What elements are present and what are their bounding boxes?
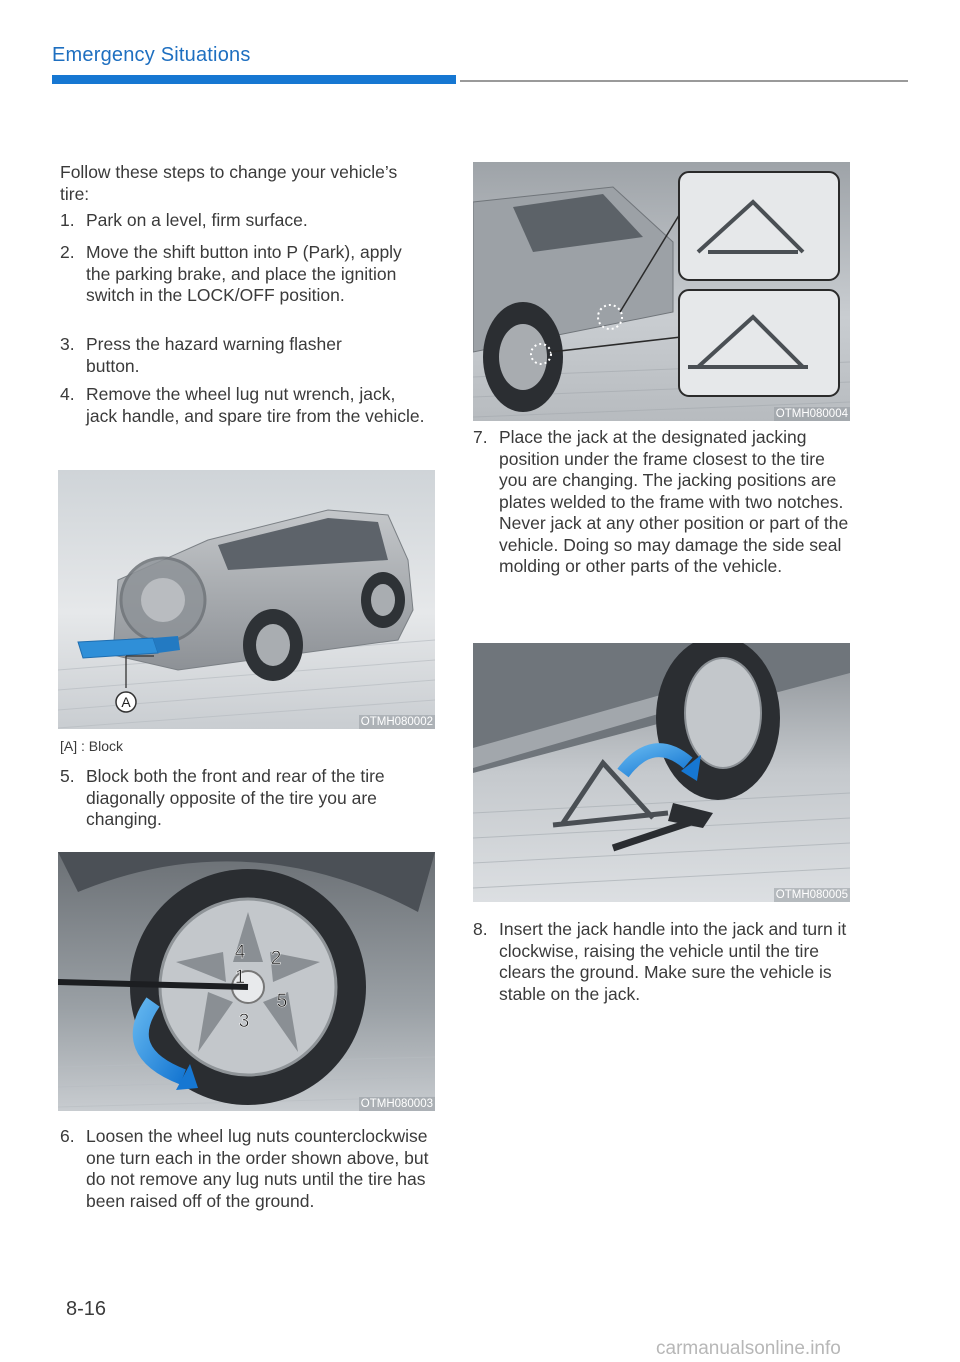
step-5: 5. Block both the front and rear of the …	[60, 766, 438, 831]
step-number: 1.	[60, 210, 75, 230]
step-number: 2.	[60, 242, 75, 262]
step-number: 8.	[473, 919, 488, 939]
step-number: 7.	[473, 427, 488, 447]
figure-jack-handle: OTMH080005	[473, 643, 850, 902]
figure-code: OTMH080004	[773, 407, 850, 421]
figure-car-block: A OTMH080002	[58, 470, 435, 729]
section-title: Emergency Situations	[52, 44, 251, 66]
figure-lug-nut-order: 1 2 3 4 5 OTMH080003	[58, 852, 435, 1111]
step-text: Place the jack at the designated jacking…	[499, 427, 849, 576]
step-text: Loosen the wheel lug nuts counterclockwi…	[86, 1126, 429, 1211]
step-4: 4. Remove the wheel lug nut wrench, jack…	[60, 384, 430, 427]
lug-nut-3-label: 3	[239, 1011, 250, 1032]
step-2: 2. Move the shift button into P (Park), …	[60, 242, 410, 307]
step-1: 1. Park on a level, firm surface.	[60, 210, 438, 232]
step-8: 8. Insert the jack handle into the jack …	[473, 919, 853, 1005]
lug-nut-1-label: 1	[235, 967, 246, 988]
header-rule	[460, 80, 908, 82]
intro-text: Follow these steps to change your vehicl…	[60, 162, 398, 204]
step-6: 6. Loosen the wheel lug nuts countercloc…	[60, 1126, 430, 1212]
figure-caption: [A] : Block	[60, 738, 124, 754]
step-text: Insert the jack handle into the jack and…	[499, 919, 847, 1004]
step-number: 4.	[60, 384, 75, 404]
block-label: A	[121, 694, 131, 710]
step-number: 3.	[60, 334, 75, 354]
step-text: Remove the wheel lug nut wrench, jack, j…	[86, 384, 425, 426]
figure-jacking-positions: OTMH080004	[473, 162, 850, 421]
step-number: 5.	[60, 766, 75, 786]
step-text: Block both the front and rear of the tir…	[86, 766, 385, 829]
page-number: 8-16	[66, 1298, 107, 1320]
step-7: 7. Place the jack at the designated jack…	[473, 427, 853, 578]
step-number: 6.	[60, 1126, 75, 1146]
step-text: Move the shift button into P (Park), app…	[86, 242, 402, 305]
step-text: Park on a level, firm surface.	[86, 210, 308, 230]
header-accent-bar	[52, 75, 456, 84]
figure-code: OTMH080002	[358, 715, 435, 729]
lug-nut-4-label: 4	[235, 942, 246, 963]
step-text: Press the hazard warning flasher button.	[86, 334, 342, 376]
lug-nut-5-label: 5	[277, 991, 288, 1012]
figure-code: OTMH080003	[358, 1097, 435, 1111]
lug-nut-2-label: 2	[271, 948, 282, 969]
step-3: 3. Press the hazard warning flasher butt…	[60, 334, 390, 377]
figure-code: OTMH080005	[773, 888, 850, 902]
watermark: carmanualsonline.info	[656, 1338, 841, 1359]
